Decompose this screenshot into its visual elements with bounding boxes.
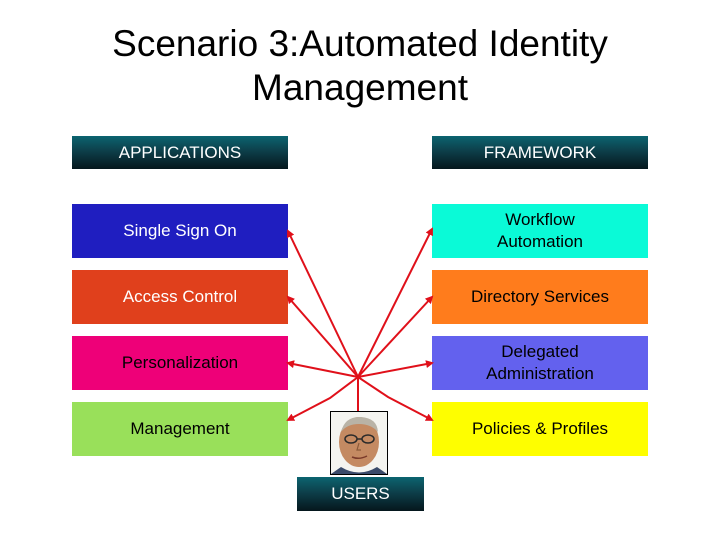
applications-header: APPLICATIONS <box>72 136 288 169</box>
applications-header-label: APPLICATIONS <box>118 142 242 162</box>
framework-label-delegated-administration: Delegated Administration <box>486 342 594 383</box>
page-title: Scenario 3:Automated Identity Management <box>0 22 720 110</box>
framework-box-workflow-automation: Workflow Automation <box>432 204 648 258</box>
app-box-personalization: Personalization <box>72 336 288 390</box>
app-label-personalization: Personalization <box>121 353 239 372</box>
framework-label-directory-services: Directory Services <box>471 287 609 306</box>
title-text: Scenario 3:Automated Identity Management <box>112 23 608 108</box>
connector-to-delegated-administration <box>357 360 434 378</box>
connector-to-management <box>286 376 359 421</box>
connector-to-directory-services <box>357 295 434 378</box>
framework-header-label: FRAMEWORK <box>483 142 597 162</box>
app-box-management: Management <box>72 402 288 456</box>
user-face-icon <box>330 411 388 475</box>
app-box-single-sign-on: Single Sign On <box>72 204 288 258</box>
connector-to-personalization <box>286 360 359 378</box>
framework-label-workflow-automation: Workflow Automation <box>497 210 583 251</box>
app-label-management: Management <box>130 419 230 438</box>
connector-to-workflow-automation <box>357 227 433 378</box>
connector-to-single-sign-on <box>286 229 359 378</box>
users-label: USERS <box>331 484 390 503</box>
framework-header: FRAMEWORK <box>432 136 648 169</box>
connector-to-policies-profiles <box>357 376 434 421</box>
framework-box-directory-services: Directory Services <box>432 270 648 324</box>
connector-to-access-control <box>286 295 359 378</box>
framework-box-delegated-administration: Delegated Administration <box>432 336 648 390</box>
app-box-access-control: Access Control <box>72 270 288 324</box>
app-label-single-sign-on: Single Sign On <box>123 221 237 240</box>
app-label-access-control: Access Control <box>122 287 238 306</box>
users-label-box: USERS <box>297 477 424 511</box>
framework-box-policies-profiles: Policies & Profiles <box>432 402 648 456</box>
framework-label-policies-profiles: Policies & Profiles <box>471 419 609 438</box>
